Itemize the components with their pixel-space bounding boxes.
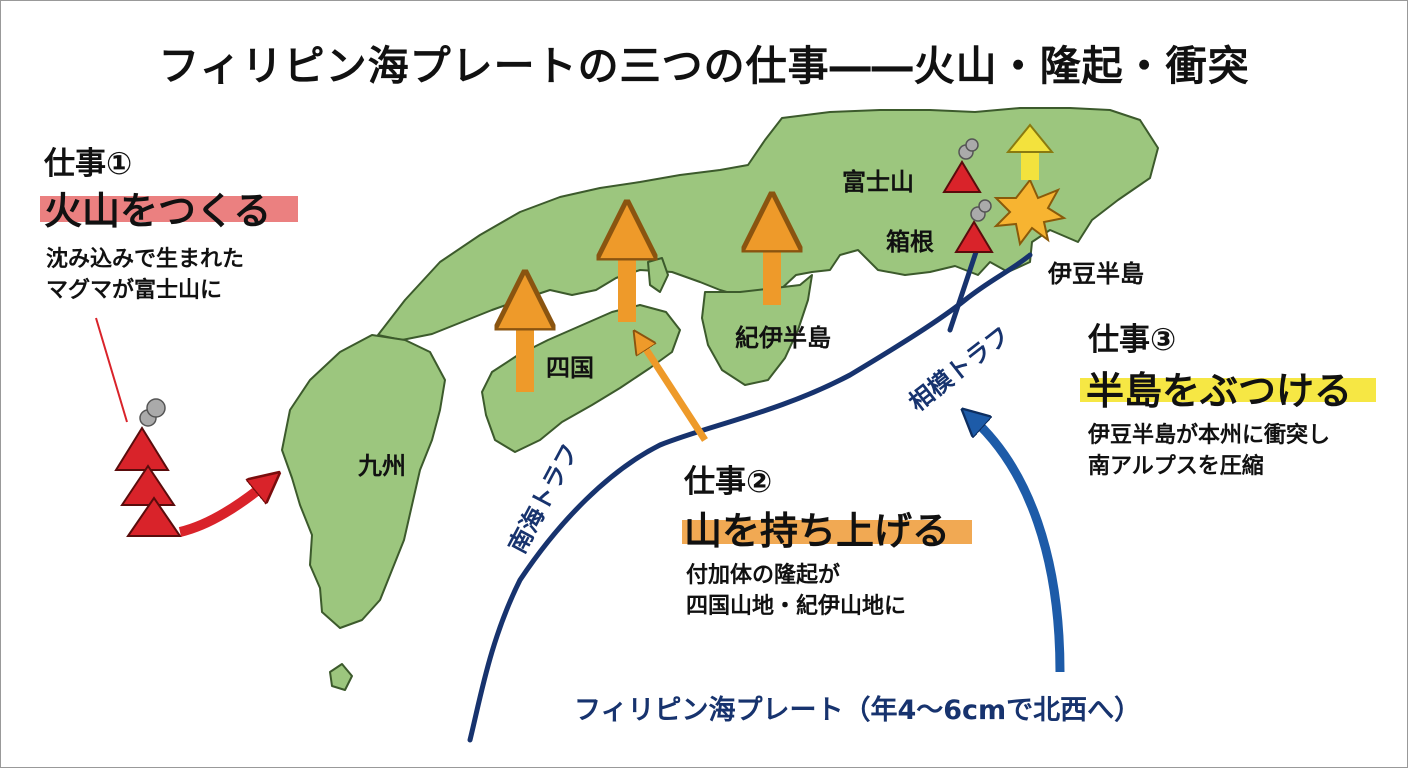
job3-heading: 半島をぶつける xyxy=(1086,369,1353,413)
place-kyushu: 九州 xyxy=(358,452,406,480)
job2-description: 付加体の隆起が 四国山地・紀伊山地に xyxy=(686,563,907,619)
place-shikoku: 四国 xyxy=(546,354,594,382)
islands xyxy=(329,663,353,691)
job1-heading: 火山をつくる xyxy=(44,189,272,233)
hakone-volcano-icon xyxy=(954,199,994,253)
place-hakone: 箱根 xyxy=(886,228,934,256)
job2-highlight xyxy=(682,520,972,544)
magma-arrow xyxy=(178,482,268,537)
place-izu: 伊豆半島 xyxy=(1048,260,1144,288)
shikoku-landmass xyxy=(481,304,681,453)
job3-label: 仕事③ xyxy=(1088,322,1177,358)
collision-up-arrow-head xyxy=(1005,123,1055,153)
place-kii: 紀伊半島 xyxy=(735,324,831,352)
job1-leader-line xyxy=(95,317,128,423)
page-title: フィリピン海プレートの三つの仕事――火山・隆起・衝突 xyxy=(158,42,1250,90)
job3-description: 伊豆半島が本州に衝突し 南アルプスを圧縮 xyxy=(1088,423,1331,479)
job2-label: 仕事② xyxy=(684,464,773,500)
kyushu-landmass xyxy=(281,334,446,629)
job2-heading: 山を持ち上げる xyxy=(684,509,951,553)
job3-highlight xyxy=(1080,378,1376,402)
job1-label: 仕事① xyxy=(44,146,133,182)
job1-highlight xyxy=(40,196,298,222)
job1-description: 沈み込みで生まれた マグマが富士山に xyxy=(46,247,245,303)
fuji-volcano-icon xyxy=(942,138,982,193)
plate-motion-label: フィリピン海プレート（年4〜6cmで北西へ） xyxy=(574,695,1142,726)
plate-push-arrow xyxy=(972,418,1065,673)
collision-burst-icon xyxy=(993,178,1067,247)
place-fuji: 富士山 xyxy=(842,168,914,196)
uplift-arrows xyxy=(525,222,772,442)
volcano-stack-icon xyxy=(114,398,182,537)
awaji-island xyxy=(647,257,669,293)
